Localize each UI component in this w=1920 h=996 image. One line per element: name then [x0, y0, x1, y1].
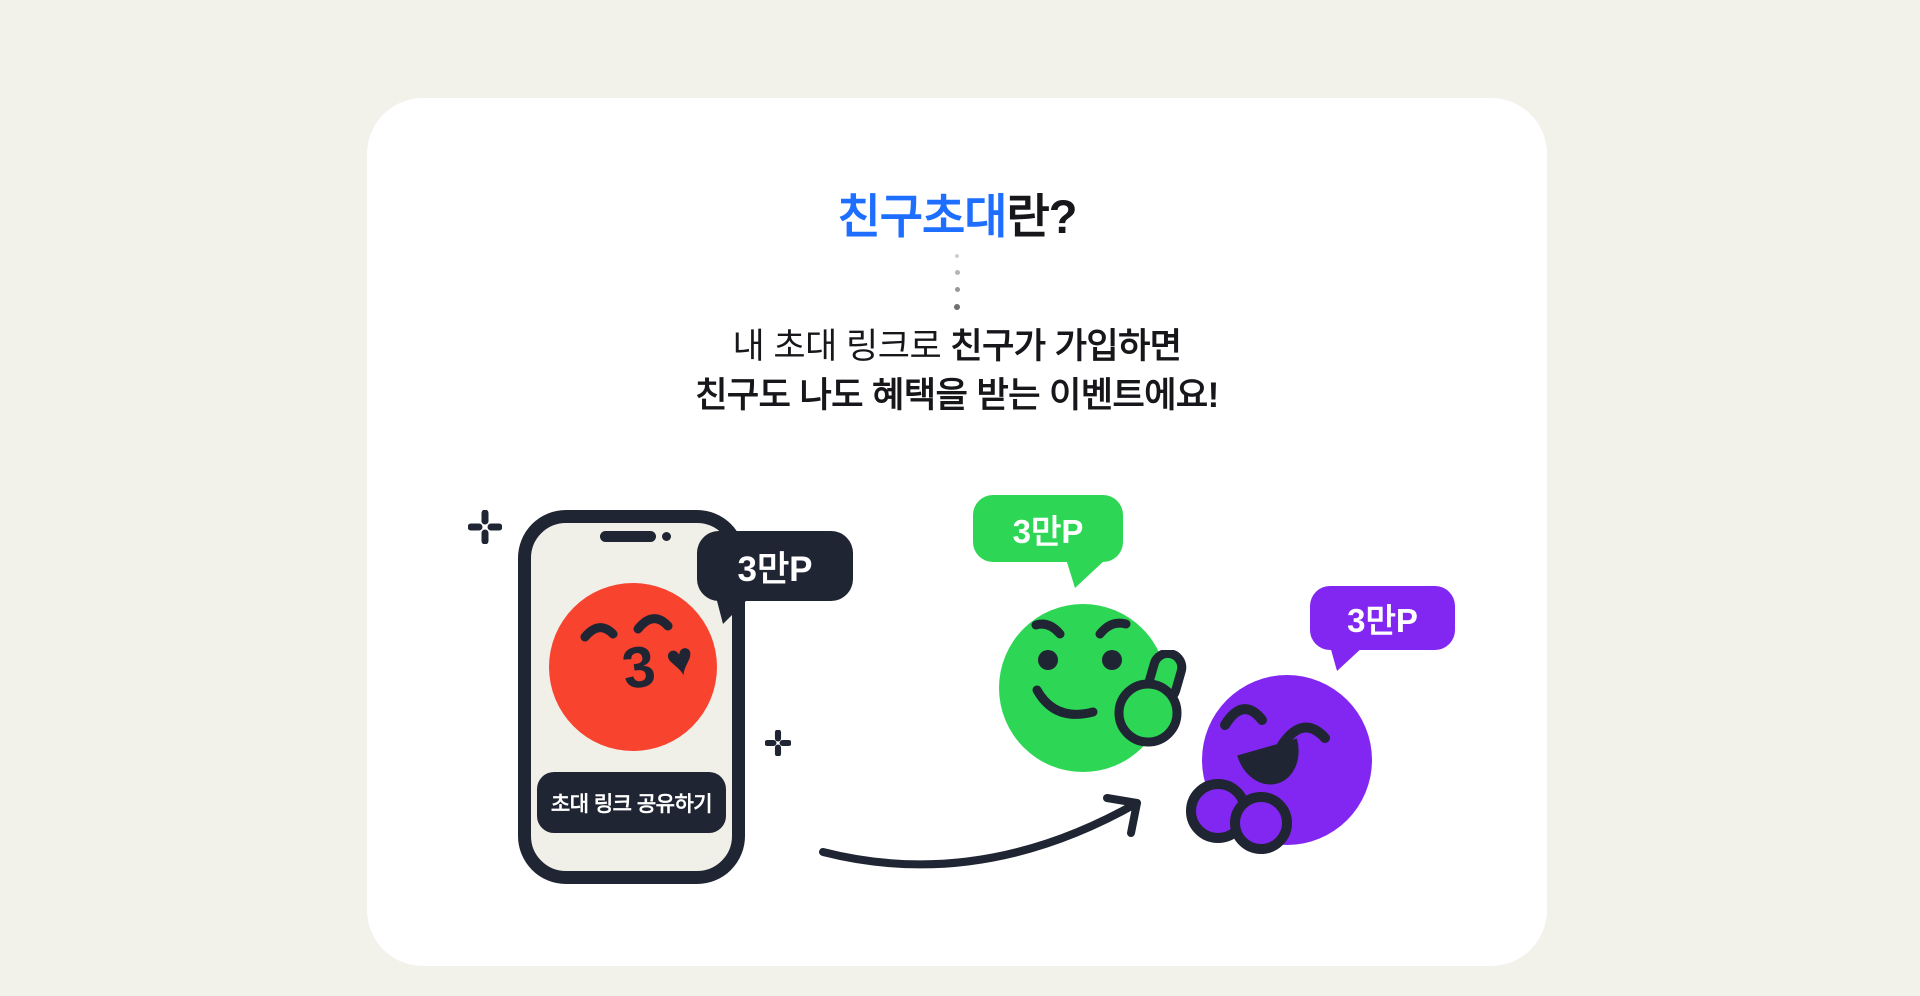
my-reward-badge: 3만P [697, 531, 853, 601]
right-eye-icon [1102, 650, 1122, 670]
kissing-face-features: 3 ♥ [580, 614, 699, 702]
left-eye-icon [1038, 650, 1058, 670]
invite-illustration: 3 ♥ 초대 링크 공유하기 3만P 3만P [367, 98, 1547, 966]
invite-arrow-icon [819, 794, 1141, 869]
divider-dot [955, 254, 959, 258]
purple-bubble-tail [1330, 646, 1364, 671]
invitee-face-features [1220, 704, 1330, 785]
divider-dot [954, 287, 960, 292]
divider-dot [954, 304, 960, 310]
right-eye-icon [1277, 722, 1330, 750]
share-invite-link-button[interactable]: 초대 링크 공유하기 [537, 772, 726, 833]
green-reward-bubble: 3만P [973, 495, 1123, 562]
my-reward-badge-label: 3만P [737, 549, 813, 589]
sparkle-icon [765, 730, 791, 756]
kissing-face-emoji: 3 ♥ [549, 583, 717, 751]
left-eye-icon [1220, 704, 1267, 730]
green-bubble-tail [1066, 559, 1106, 588]
laughing-mouth-icon [1237, 738, 1299, 785]
right-eyebrow-icon [1095, 618, 1131, 639]
left-eye-icon [580, 623, 618, 642]
purple-reward-bubble: 3만P [1310, 586, 1455, 650]
title-highlight: 친구초대 [837, 190, 1008, 243]
description-line2-bold: 친구도 나도 혜택을 받는 이벤트에요! [695, 376, 1219, 415]
smirk-mouth-icon [1032, 685, 1098, 719]
inviter-face-features [1031, 618, 1131, 719]
page-title: 친구초대란? [367, 178, 1547, 247]
green-reward-bubble-label: 3만P [1012, 512, 1084, 550]
phone-camera-dot [662, 532, 671, 541]
sparkle-icon [468, 510, 502, 544]
title-rest: 란? [1006, 190, 1078, 243]
left-eyebrow-icon [1031, 619, 1065, 639]
heart-icon: ♥ [661, 631, 699, 688]
description-line1-regular: 내 초대 링크로 [732, 327, 951, 366]
divider-dot [954, 270, 960, 275]
thumbs-up-icon [1114, 650, 1187, 747]
description-line1-bold: 친구가 가입하면 [950, 327, 1182, 366]
kiss-mouth-glyph: 3 [618, 633, 659, 702]
right-eye-icon [633, 614, 673, 634]
clapping-fists-icon [1186, 779, 1292, 854]
purple-reward-bubble-label: 3만P [1347, 602, 1418, 639]
dotted-divider [367, 254, 1547, 310]
share-invite-link-label: 초대 링크 공유하기 [550, 792, 713, 816]
my-reward-badge-tail [716, 597, 748, 624]
phone-notch [600, 531, 656, 542]
